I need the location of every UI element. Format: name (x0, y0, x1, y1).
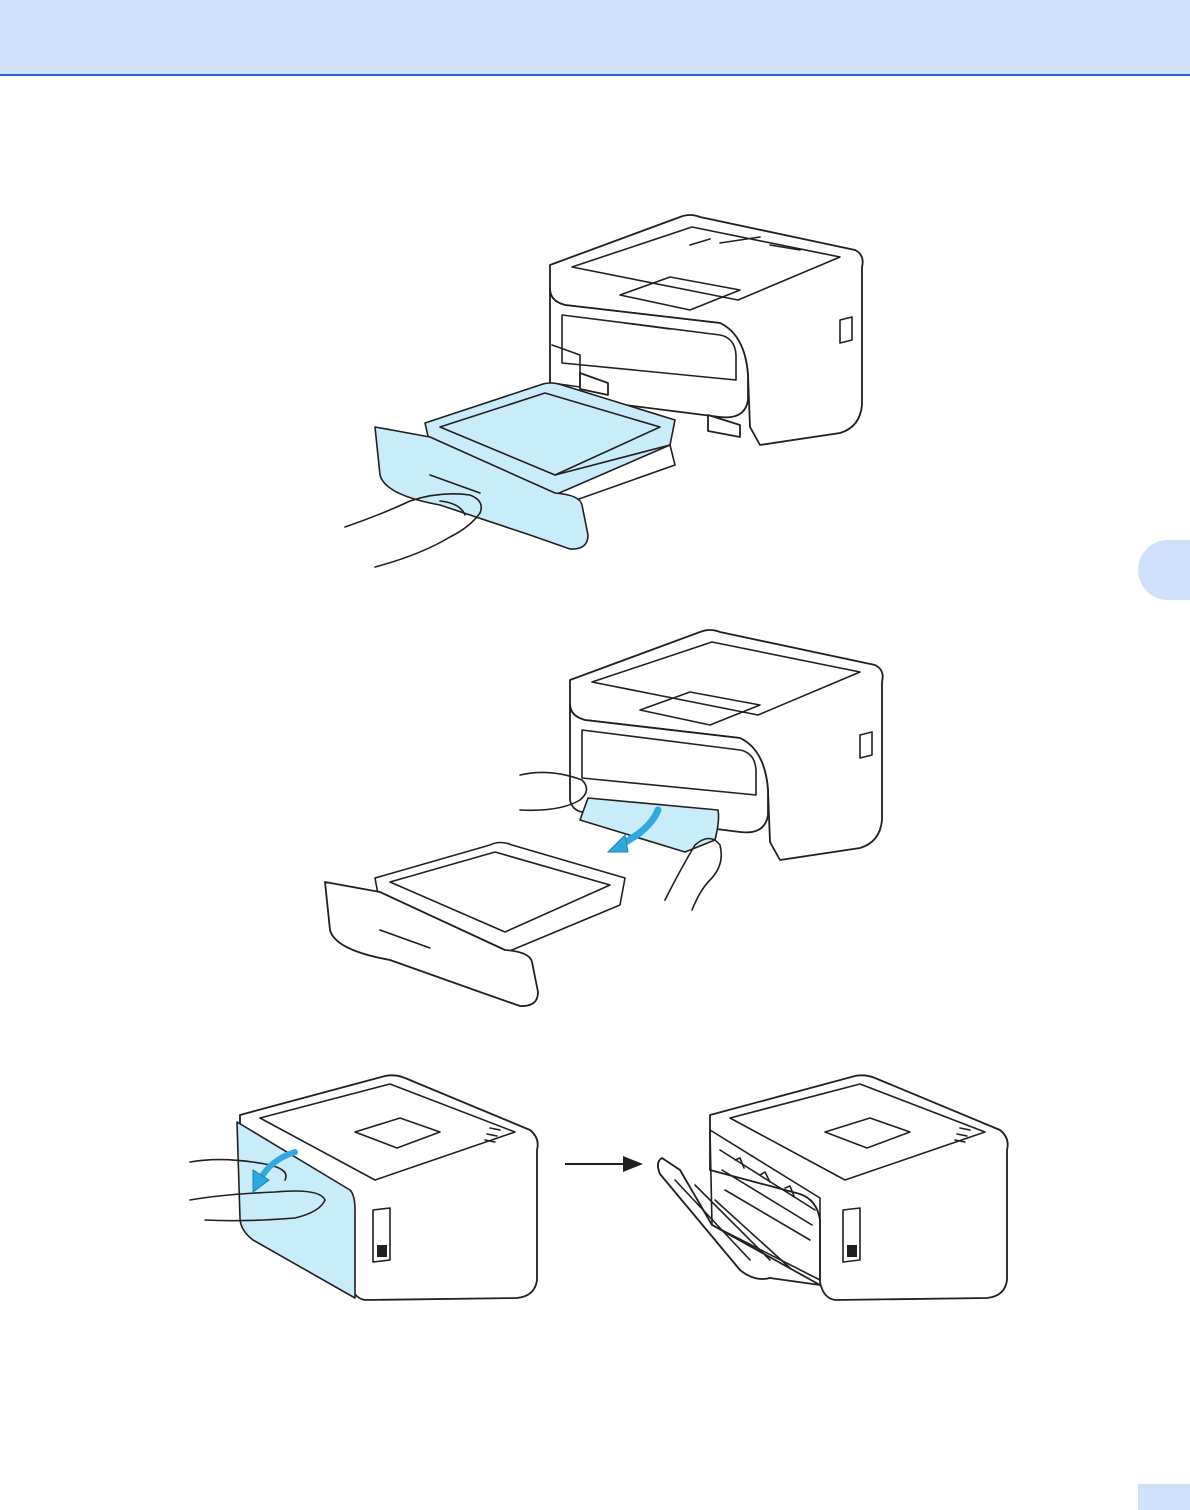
printer-back-cover-open-illustration (640, 1070, 1030, 1310)
printer-tray-removal-illustration (340, 205, 880, 585)
printer-jammed-paper-illustration (320, 620, 900, 1020)
page-header-band (0, 0, 1190, 76)
right-arrow-icon (565, 1152, 645, 1176)
chapter-tab (1138, 540, 1190, 600)
printer-back-cover-illustration (185, 1070, 555, 1310)
page-number-marker (1138, 1484, 1190, 1510)
